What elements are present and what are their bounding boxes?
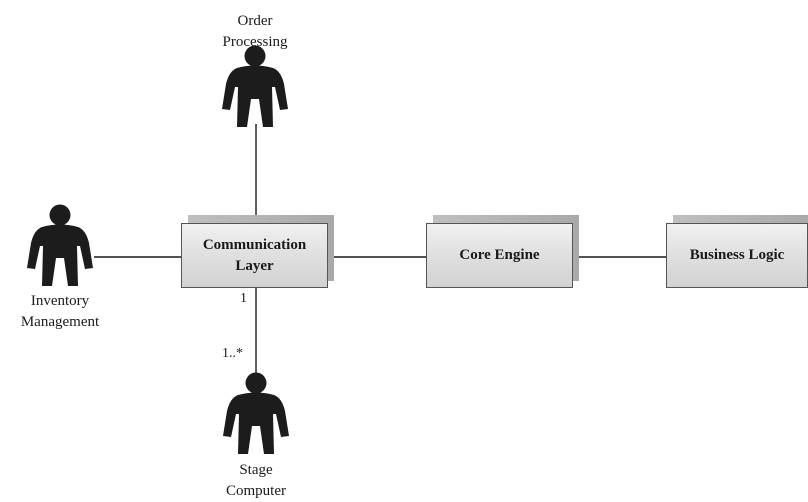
stage-computer-actor-icon [223,372,289,454]
communication-layer-label-line1: Communication [202,236,307,253]
multiplicity-stage-end: 1..* [222,346,243,361]
communication-layer-label-line2: Layer [235,257,274,274]
core-engine-box: Core Engine [426,223,573,288]
inventory-management-actor-icon [27,204,93,286]
multiplicity-communication-end: 1 [240,291,247,306]
inventory-management-label: Inventory Management [5,291,115,333]
stage-computer-label: Stage Computer [206,460,306,502]
communication-layer-box: Communication Layer [181,223,328,288]
stage-computer-label-line2: Computer [226,483,286,499]
stage-computer-label-line1: Stage [239,462,273,478]
inventory-management-label-line2: Management [20,314,100,330]
order-processing-label: Order Processing [205,11,305,53]
order-processing-actor-icon [222,45,288,127]
order-processing-label-line2: Processing [222,34,288,50]
business-logic-label: Business Logic [689,247,785,263]
core-engine-label: Core Engine [459,247,540,263]
order-processing-label-line1: Order [237,13,273,29]
business-logic-box: Business Logic [666,223,808,288]
inventory-management-label-line1: Inventory [30,293,90,309]
